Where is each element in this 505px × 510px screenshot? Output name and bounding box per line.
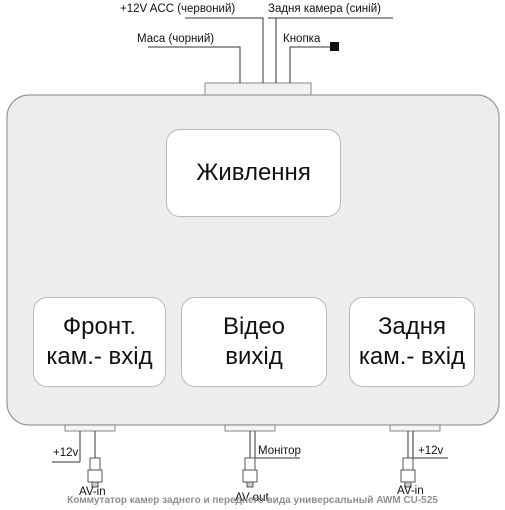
left-av-in-label: AV-in: [79, 486, 106, 498]
caption-text: Коммутатор камер заднего и переднего вид…: [67, 495, 438, 506]
button-label: Кнопка: [283, 33, 321, 45]
left-power-label: +12v: [53, 447, 79, 459]
top-connector-plate: [204, 82, 312, 96]
left-bottom-plate: [64, 424, 116, 432]
video-output-block: Відео вихід: [181, 297, 327, 387]
acc-wire: [185, 17, 264, 83]
power-block: Живлення: [166, 129, 341, 217]
button-icon: [330, 42, 339, 51]
right-power-label: +12v: [418, 445, 444, 457]
rear-camera-wire: [268, 17, 277, 83]
center-av-out-label: AV-out: [235, 492, 269, 504]
acc-label: +12V ACC (червоний): [120, 3, 236, 15]
rear-block-line1: Задня: [377, 313, 447, 340]
ground-label: Маса (чорний): [137, 33, 215, 45]
video-block-line1: Відео: [222, 313, 286, 340]
left-rca-connector-icon: [87, 457, 103, 488]
rear-block-line2: кам.- вхід: [358, 343, 466, 370]
center-rca-connector-icon: [242, 457, 258, 488]
center-bottom-plate: [224, 424, 276, 432]
rear-camera-input-block: Задня кам.- вхід: [349, 297, 475, 387]
video-block-line2: вихід: [225, 343, 283, 370]
right-bottom-plate: [389, 424, 441, 432]
ground-wire: [148, 46, 241, 83]
image-caption: Коммутатор камер заднего и переднего вид…: [0, 495, 505, 506]
front-block-line1: Фронт.: [62, 313, 137, 340]
monitor-label: Монітор: [258, 445, 301, 457]
front-block-line2: кам.- вхід: [46, 343, 153, 370]
button-wire: [289, 46, 330, 83]
front-camera-input-block: Фронт. кам.- вхід: [33, 297, 166, 387]
power-block-label: Живлення: [196, 159, 311, 186]
right-av-in-label: AV-in: [397, 485, 424, 497]
rear-camera-label: Задня камера (синій): [268, 3, 381, 15]
right-rca-connector-icon: [400, 457, 416, 488]
